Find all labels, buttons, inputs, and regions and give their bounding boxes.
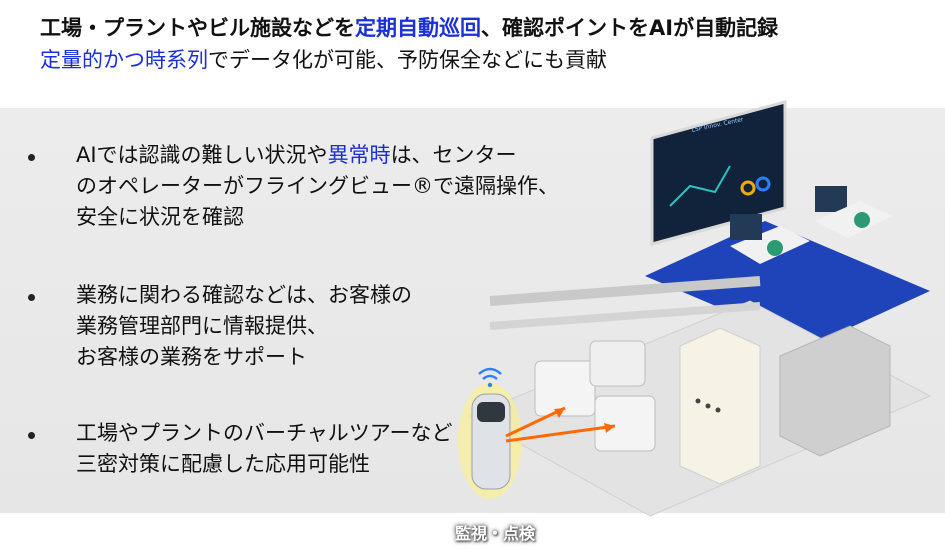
header: 工場・プラントやビル施設などを定期自動巡回、確認ポイントをAIが自動記録 定量的… [40,12,920,76]
facility-illustration: LSP Innov. Center [458,100,932,517]
text-segment: 、確認ポイントをAIが自動記録 [481,16,779,40]
text-segment: お客様の業務をサポート [76,345,307,369]
bullet-line: お客様の業務をサポート [76,342,412,373]
subheadline: 定量的かつ時系列でデータ化が可能、予防保全などにも貢献 [40,44,920,76]
text-segment: のオペレーターがフライングビュー®で遠隔操作、 [76,174,559,198]
bullet-line: 工場やプラントのバーチャルツアーなど [76,418,453,449]
bullet-line: 業務管理部門に情報提供、 [76,311,412,342]
text-segment: 工場やプラントのバーチャルツアーなど [76,421,453,445]
bullet-dot-icon [28,154,35,161]
control-room-floor [645,221,930,346]
highlight-text: 定期自動巡回 [355,16,481,40]
text-segment: 業務管理部門に情報提供、 [76,314,328,338]
operator-1 [767,240,783,256]
bullet-line: 業務に関わる確認などは、お客様の [76,280,412,311]
pipe-1 [489,276,761,306]
machine-1 [534,360,596,417]
wifi-icon [478,367,502,380]
operator-screen-2 [815,186,847,212]
text-segment: AIでは認識の難しい状況や [76,143,328,167]
bullet-line: のオペレーターがフライングビュー®で遠隔操作、 [76,171,559,202]
monitor-map-lines [669,165,731,207]
text-segment: は、センター [390,143,517,167]
text-segment: 業務に関わる確認などは、お客様の [76,283,412,307]
bullet-text: AIでは認識の難しい状況や異常時は、センターのオペレーターがフライングビュー®で… [76,140,559,233]
text-segment: でデータ化が可能、予防保全などにも貢献 [208,48,607,72]
bullet-line: 安全に状況を確認 [76,202,559,233]
bullet-line: 三密対策に配慮した応用可能性 [76,449,453,480]
cabinet-knob-3 [715,407,721,413]
wifi-dot-icon [487,382,493,388]
bullet-text: 業務に関わる確認などは、お客様の業務管理部門に情報提供、お客様の業務をサポート [76,280,412,373]
monitor-gauge-icon [740,180,756,196]
bullet-dot-icon [28,294,35,301]
machine-2 [594,395,656,452]
text-segment: 三密対策に配慮した応用可能性 [76,452,370,476]
inspection-arrow-1 [505,406,566,438]
inspection-arrow-2 [505,424,616,443]
cabinet-knob-1 [695,398,701,404]
cabinet-knob-2 [705,403,711,409]
pipe-2 [489,302,761,330]
robot-caption: 監視・点検 [454,524,535,543]
highlight-text: 異常時 [327,143,391,167]
operator-screen-1 [730,214,762,240]
bullet-line: AIでは認識の難しい状況や異常時は、センター [76,140,559,171]
inspection-arrowhead-2 [604,423,615,433]
headline: 工場・プラントやビル施設などを定期自動巡回、確認ポイントをAIが自動記録 [40,12,920,44]
machine-3 [589,340,646,387]
robot-head [477,402,505,422]
bullet-text: 工場やプラントのバーチャルツアーなど三密対策に配慮した応用可能性 [76,418,453,480]
operator-2 [854,212,870,228]
monitor-gauge-icon-2 [755,176,771,192]
monitor-wall [650,100,787,246]
electrical-cabinet [679,327,761,485]
bullet-dot-icon [28,432,35,439]
text-segment: 安全に状況を確認 [76,205,244,229]
highlight-text: 定量的かつ時系列 [40,48,208,72]
server-rack [779,325,891,457]
operator-desk-2 [815,201,892,238]
text-segment: 工場・プラントやビル施設などを [40,16,355,40]
inspection-arrowhead-1 [554,408,565,418]
